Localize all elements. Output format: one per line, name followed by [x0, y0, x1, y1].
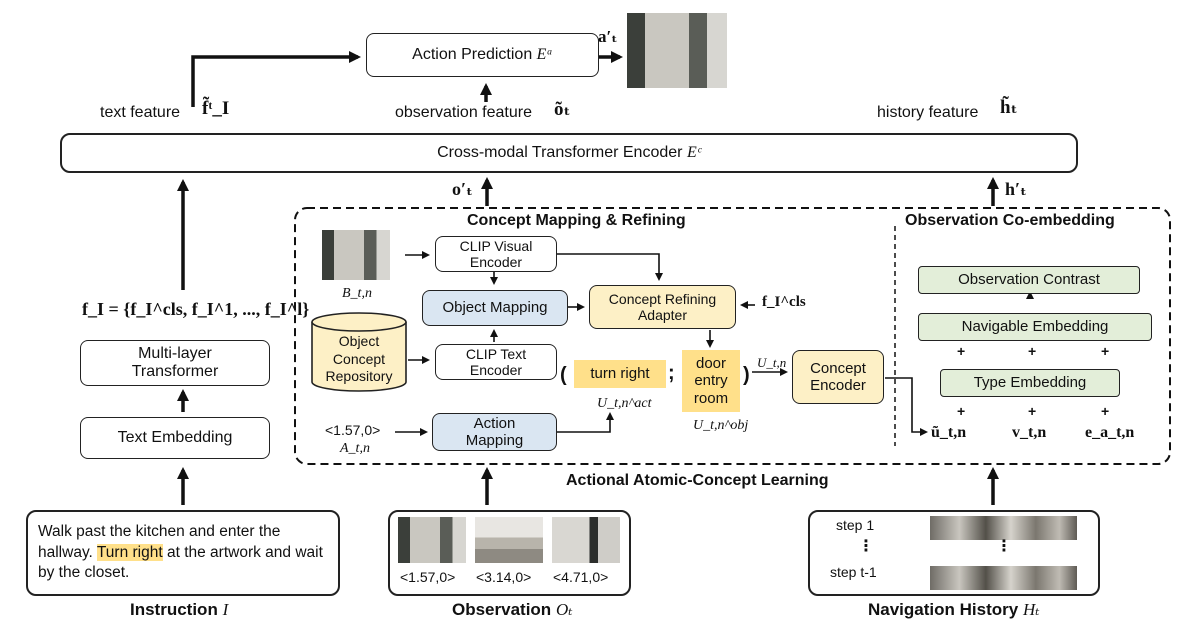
action-prediction-symbol: Eᵃ	[536, 45, 553, 63]
plus-3: +	[1101, 343, 1110, 359]
plus-2: +	[1028, 343, 1037, 359]
A-value: <1.57,0>	[325, 422, 381, 438]
concept-refining-label: Concept Refining Adapter	[608, 290, 717, 323]
history-dots-right: ⋮	[996, 538, 1012, 555]
navigable-embedding-box: Navigable Embedding	[918, 313, 1152, 341]
observation-angle-3: <4.71,0>	[553, 569, 609, 585]
multilayer-transformer-label: Multi-layer Transformer	[131, 344, 219, 380]
cross-modal-encoder: Cross-modal Transformer Encoder Eᶜ	[60, 133, 1078, 173]
plus-4: +	[957, 403, 966, 419]
observation-caption-text: Observation	[452, 600, 552, 619]
turn-right-token: turn right	[574, 360, 666, 388]
observation-view-1	[398, 517, 466, 563]
observation-view-3	[552, 517, 620, 563]
B-symbol: B_t,n	[342, 286, 372, 301]
open-paren: (	[560, 364, 567, 386]
aacl-bottom-title: Actional Atomic-Concept Learning	[566, 472, 829, 489]
concept-encoder-box: Concept Encoder	[792, 350, 884, 404]
plus-5: +	[1028, 403, 1037, 419]
history-caption: Navigation History Hₜ	[868, 600, 1040, 620]
observation-feature-symbol: õₜ	[554, 99, 571, 120]
text-feature-label: text feature	[100, 104, 181, 121]
clip-visual-encoder: CLIP Visual Encoder	[435, 236, 557, 272]
e-symbol: e_a_t,n	[1085, 424, 1135, 441]
u-symbol: ũ_t,n	[931, 424, 967, 441]
clip-visual-label: CLIP Visual Encoder	[459, 237, 533, 270]
action-output-symbol: a′ₜ	[598, 27, 618, 46]
door-entry-room-label: door entry room	[693, 355, 729, 407]
h-prime-symbol: h′ₜ	[1005, 179, 1027, 199]
coembedding-title: Observation Co-embedding	[905, 212, 1115, 229]
f-cls-symbol: f_I^cls	[762, 294, 806, 310]
type-embedding-label: Type Embedding	[973, 374, 1087, 392]
history-step-1: step 1	[836, 517, 875, 533]
close-paren: )	[743, 364, 750, 386]
observation-view-2	[475, 517, 543, 563]
clip-text-label: CLIP Text Encoder	[465, 345, 527, 378]
turn-right-label: turn right	[590, 365, 650, 383]
door-entry-room-token: door entry room	[682, 350, 740, 412]
history-pano-2	[930, 566, 1077, 590]
encoder-label: Cross-modal Transformer Encoder	[437, 143, 683, 161]
history-dots-left: ⋮	[858, 538, 874, 555]
U-act-symbol: U_t,n^act	[597, 396, 652, 411]
instruction-text: Walk past the kitchen and enter the hall…	[38, 522, 328, 585]
instruction-caption-text: Instruction	[130, 600, 218, 619]
object-mapping-box: Object Mapping	[422, 290, 568, 326]
instruction-part1: Walk past the kitchen and enter the hall…	[38, 522, 281, 561]
history-feature-label: history feature	[877, 104, 979, 121]
history-feature-symbol: h̃ₜ	[1000, 97, 1018, 118]
v-symbol: v_t,n	[1012, 424, 1047, 441]
object-mapping-label: Object Mapping	[442, 299, 548, 317]
plus-1: +	[957, 343, 966, 359]
concept-mapping-title: Concept Mapping & Refining	[467, 212, 686, 229]
instruction-part2: at the artwork and wait by the closet.	[38, 543, 323, 582]
aacl-region	[294, 207, 1171, 465]
clip-text-encoder: CLIP Text Encoder	[435, 344, 557, 380]
observation-angle-1: <1.57,0>	[400, 569, 456, 585]
observation-feature-label: observation feature	[395, 104, 532, 121]
observation-angle-2: <3.14,0>	[476, 569, 532, 585]
history-pano-1	[930, 516, 1077, 540]
navigable-embedding-label: Navigable Embedding	[961, 318, 1109, 336]
instruction-caption-symbol: I	[222, 600, 229, 619]
history-caption-text: Navigation History	[868, 600, 1019, 619]
text-feature-symbol: f̃ᵗ_I	[202, 98, 230, 119]
o-prime-symbol: o′ₜ	[452, 179, 473, 199]
region-image	[322, 230, 390, 280]
fI-formula: f_I = {f_I^cls, f_I^1, ..., f_I^l}	[82, 299, 310, 319]
A-symbol: A_t,n	[340, 441, 370, 456]
observation-contrast-box: Observation Contrast	[918, 266, 1140, 294]
history-caption-symbol: Hₜ	[1022, 600, 1040, 619]
observation-contrast-label: Observation Contrast	[958, 271, 1100, 289]
object-repo-label: Object Concept Repository	[325, 333, 393, 384]
concept-encoder-label: Concept Encoder	[810, 359, 866, 394]
observation-caption: Observation Oₜ	[452, 600, 573, 620]
action-mapping-label: Action Mapping	[465, 414, 524, 449]
U-tn-symbol: U_t,n	[757, 355, 787, 370]
semicolon: ;	[668, 362, 675, 384]
observation-caption-symbol: Oₜ	[555, 600, 573, 619]
text-embedding-label: Text Embedding	[117, 428, 233, 446]
encoder-symbol: Eᶜ	[686, 143, 701, 161]
concept-refining-adapter: Concept Refining Adapter	[589, 285, 736, 329]
action-mapping-box: Action Mapping	[432, 413, 557, 451]
history-step-t1: step t-1	[830, 564, 877, 580]
type-embedding-box: Type Embedding	[940, 369, 1120, 397]
predicted-view-image	[627, 13, 727, 88]
multilayer-transformer-box: Multi-layer Transformer	[80, 340, 270, 386]
repo-cylinder	[311, 322, 407, 392]
instruction-highlight: Turn right	[96, 543, 163, 561]
U-obj-symbol: U_t,n^obj	[693, 418, 749, 433]
instruction-box: Walk past the kitchen and enter the hall…	[26, 510, 340, 596]
plus-6: +	[1101, 403, 1110, 419]
text-embedding-box: Text Embedding	[80, 417, 270, 459]
instruction-caption: Instruction I	[130, 600, 229, 620]
action-prediction-label: Action Prediction	[412, 45, 533, 63]
action-prediction-box: Action Prediction Eᵃ	[366, 33, 599, 77]
